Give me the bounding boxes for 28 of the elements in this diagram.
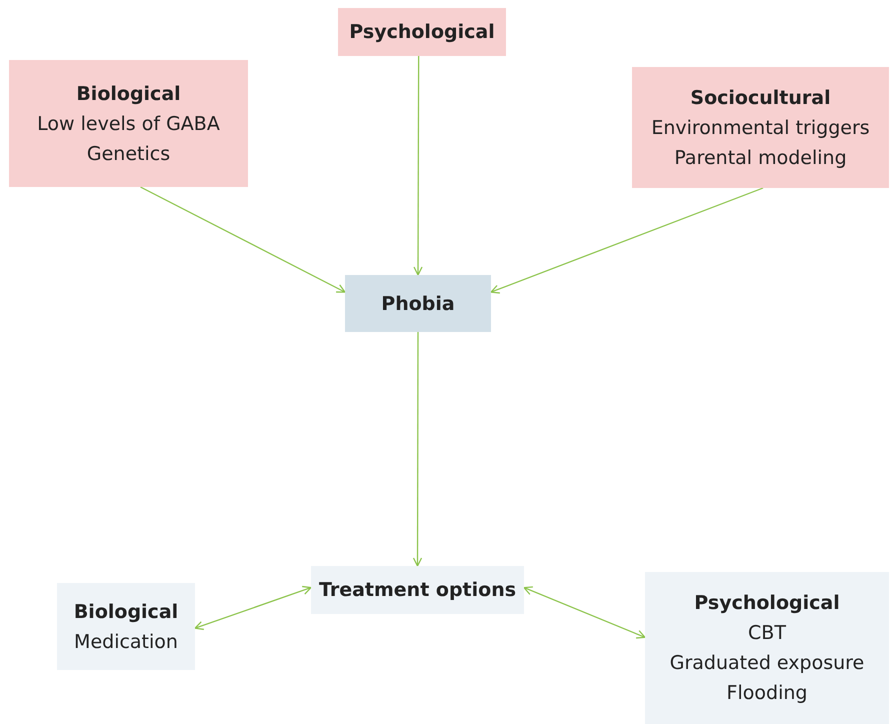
box-heading: Biological <box>74 600 178 624</box>
category-box <box>338 8 506 56</box>
box-heading: Psychological <box>349 20 495 45</box>
box-item: Medication <box>74 630 178 654</box>
arrow <box>490 187 764 294</box>
box-heading: Biological <box>76 82 181 106</box>
box-item: Low levels of GABA <box>37 112 220 136</box>
category-box <box>632 67 889 188</box>
arrow <box>413 56 423 276</box>
box-heading: Treatment options <box>318 578 516 603</box>
category-box <box>57 583 195 670</box>
arrow <box>194 586 312 630</box>
category-box <box>345 275 491 332</box>
box-heading: Sociocultural <box>690 86 831 110</box>
category-box <box>9 60 248 187</box>
category-box <box>645 572 889 724</box>
arrow <box>412 332 422 567</box>
box-item: Graduated exposure <box>670 651 864 676</box>
arrow <box>140 186 346 293</box>
category-box <box>311 566 524 614</box>
box-item: Genetics <box>86 142 170 166</box>
box-item: Flooding <box>726 681 808 706</box>
box-item: CBT <box>748 621 786 646</box>
box-heading: Psychological <box>694 591 840 616</box>
box-heading: Phobia <box>381 292 455 316</box>
arrow <box>523 586 646 639</box>
box-item: Parental modeling <box>674 146 847 170</box>
box-item: Environmental triggers <box>651 116 870 140</box>
